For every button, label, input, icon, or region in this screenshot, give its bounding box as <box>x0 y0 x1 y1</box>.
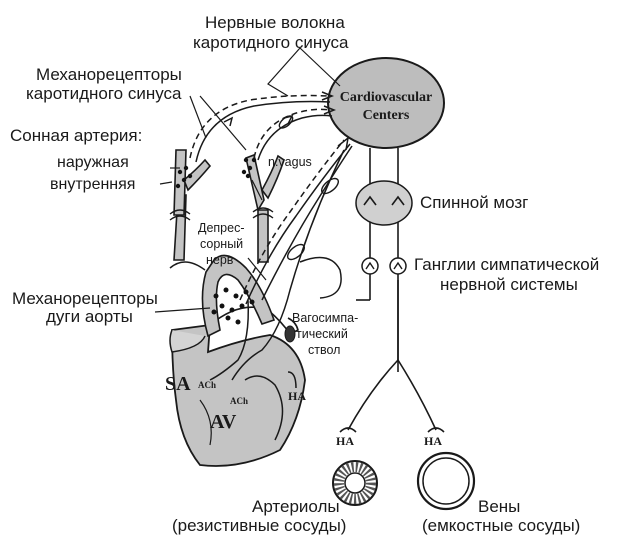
carotid-mechanoreceptors-label-2: каротидного синуса <box>26 84 182 103</box>
internal-carotid-label: внутренняя <box>50 176 135 193</box>
n-vagus-label: n.vagus <box>268 155 312 169</box>
ach-sa-label: ACh <box>198 380 216 390</box>
cardiovascular-centers-label-1: Cardiovascular <box>340 90 433 105</box>
ach-av-label: ACh <box>230 396 248 406</box>
sa-node-label: SA <box>165 373 191 395</box>
ganglia-label-1: Ганглии симпатической <box>414 255 599 274</box>
carotid-nerve-fibers-label-1: Нервные волокна <box>205 13 345 32</box>
aortic-mechanoreceptors-label-1: Механорецепторы <box>12 289 158 308</box>
depressor-nerve-label-2: сорный <box>200 237 243 251</box>
carotid-artery-label: Сонная артерия: <box>10 126 142 145</box>
sympathetic-ganglia <box>362 258 406 274</box>
ha-vein-label: HA <box>424 434 442 448</box>
aortic-arch <box>170 256 274 337</box>
av-node-label: AV <box>210 411 237 433</box>
ha-arteriole-label: HA <box>336 434 354 448</box>
depressor-nerve-label-1: Депрес- <box>198 221 245 235</box>
ganglia-label-2: нервной системы <box>440 275 578 294</box>
vagosympathetic-label-3: ствол <box>308 343 340 357</box>
veins-label-1: Вены <box>478 497 520 516</box>
spinal-cord-label: Спинной мозг <box>420 193 528 212</box>
vagosympathetic-label-1: Вагосимпа- <box>292 311 358 325</box>
nerve-sheaths <box>277 114 341 262</box>
ha-heart-label: HA <box>288 389 306 403</box>
vein-cross-section <box>418 453 474 509</box>
vagosympathetic-label-2: тический <box>296 327 348 341</box>
vagosympathetic-trunk <box>300 258 341 299</box>
aortic-mechanoreceptors-label-2: дуги аорты <box>46 307 133 326</box>
external-carotid-label: наружная <box>57 154 129 171</box>
cardiovascular-centers-label-2: Centers <box>363 108 410 123</box>
arterioles-label-2: (резистивные сосуды) <box>172 516 346 535</box>
veins-label-2: (емкостные сосуды) <box>422 516 580 535</box>
carotid-nerve-fibers-label-2: каротидного синуса <box>193 33 349 52</box>
depressor-nerve-label-3: нерв <box>206 253 234 267</box>
carotid-mechanoreceptors-label-1: Механорецепторы <box>36 65 182 84</box>
arterioles-label-1: Артериолы <box>252 497 340 516</box>
spinal-cord-oval <box>356 181 412 225</box>
